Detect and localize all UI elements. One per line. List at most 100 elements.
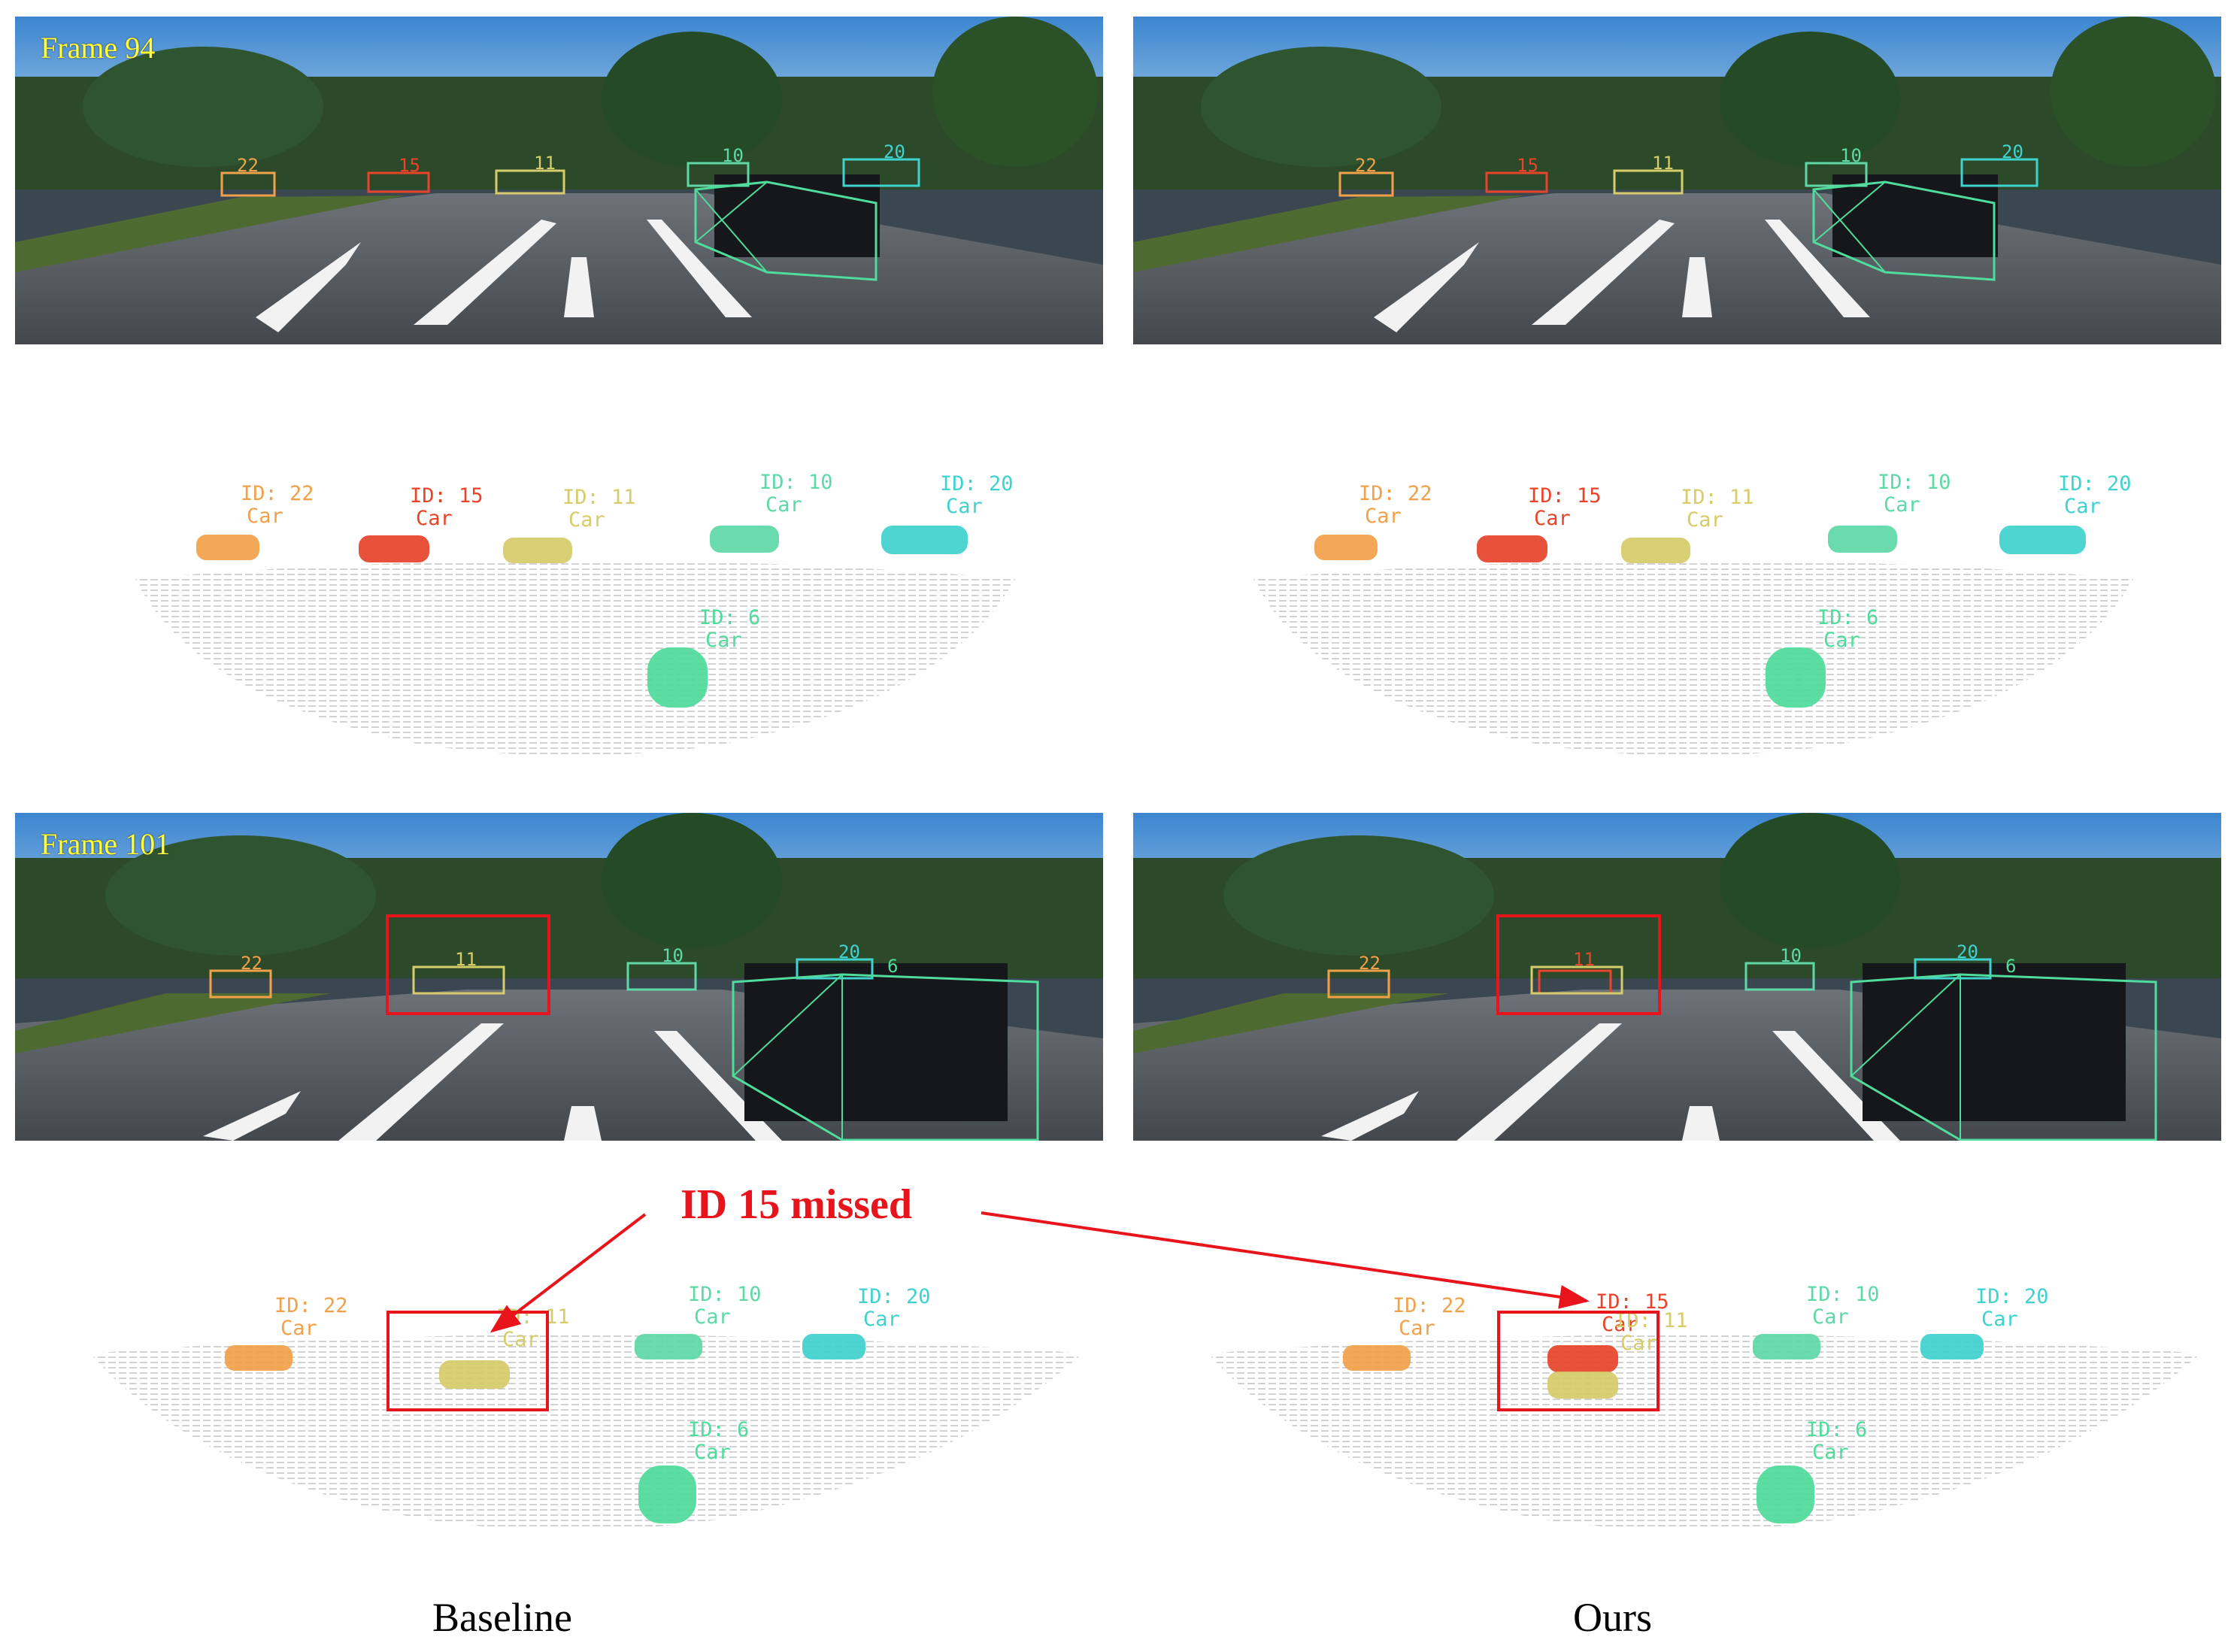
svg-text:22: 22 bbox=[1355, 155, 1377, 176]
track-number-labels: 22 15 11 10 20 bbox=[1355, 141, 2023, 176]
lidar94-ours-car-6 bbox=[1766, 647, 1826, 708]
lidar101-ours-car-11 bbox=[1547, 1372, 1618, 1399]
lidar94-baseline-label-6-id: ID: 6 bbox=[699, 606, 760, 629]
track-number-labels: 22 15 11 10 20 bbox=[237, 141, 905, 176]
lidar101-ours-label-6-class: Car bbox=[1812, 1441, 1849, 1464]
tracking-box-overlay bbox=[209, 958, 1039, 1141]
lidar94-ours-label-10-class: Car bbox=[1884, 493, 1920, 517]
lidar101-ours-label-10-class: Car bbox=[1812, 1305, 1849, 1329]
lidar-point-cloud bbox=[1208, 1335, 2201, 1530]
lidar94-baseline-label-6-class: Car bbox=[705, 629, 742, 652]
lidar94-ours-car-20 bbox=[1999, 526, 2086, 554]
lidar101-baseline-car-10 bbox=[635, 1334, 702, 1359]
lidar94-baseline-label-15-id: ID: 15 bbox=[410, 484, 483, 508]
lidar101-ours-car-20 bbox=[1920, 1334, 1984, 1359]
street-scene-image bbox=[15, 813, 1103, 1141]
lidar101-ours-label-22-class: Car bbox=[1399, 1317, 1435, 1340]
lidar94-ours-label-10-id: ID: 10 bbox=[1878, 471, 1951, 494]
lidar94-baseline-car-11 bbox=[503, 538, 572, 563]
lidar-point-cloud bbox=[90, 1335, 1083, 1530]
lidar101-baseline-label-11-id: ID: 11 bbox=[496, 1305, 570, 1329]
highlight-box-lidar-ours bbox=[1497, 1311, 1660, 1411]
svg-text:22: 22 bbox=[237, 155, 259, 176]
tracking-box-overlay bbox=[1327, 958, 2157, 1141]
lidar101-ours-car-6 bbox=[1757, 1466, 1814, 1523]
svg-text:11: 11 bbox=[534, 153, 556, 174]
lidar94-ours-label-22-id: ID: 22 bbox=[1359, 482, 1432, 505]
lidar-frame94-ours bbox=[1163, 451, 2223, 767]
frame-94-label: Frame 94 bbox=[41, 31, 156, 65]
lidar101-ours-label-22-id: ID: 22 bbox=[1393, 1294, 1466, 1317]
lidar94-ours-label-22-class: Car bbox=[1365, 505, 1402, 528]
lidar101-ours-label-11-class: Car bbox=[1620, 1332, 1657, 1355]
lidar101-baseline-label-20-id: ID: 20 bbox=[857, 1285, 931, 1308]
lidar101-ours-car-22 bbox=[1343, 1345, 1411, 1371]
highlight-box bbox=[1496, 914, 1661, 1015]
lidar94-baseline-car-20 bbox=[881, 526, 968, 554]
lidar101-baseline-label-10-class: Car bbox=[694, 1305, 731, 1329]
lidar101-ours-car-10 bbox=[1753, 1334, 1820, 1359]
camera-frame101-ours: 22 11 10 20 6 bbox=[1133, 813, 2221, 1141]
lidar-point-cloud bbox=[135, 560, 1015, 756]
lidar101-ours-car-15 bbox=[1547, 1345, 1618, 1372]
svg-text:20: 20 bbox=[2002, 141, 2023, 162]
lidar101-baseline-label-22-id: ID: 22 bbox=[274, 1294, 348, 1317]
lidar-frame94-baseline bbox=[45, 451, 1105, 767]
lidar101-ours-label-15-class: Car bbox=[1602, 1313, 1638, 1336]
svg-text:6: 6 bbox=[887, 956, 898, 977]
svg-text:10: 10 bbox=[1840, 145, 1862, 166]
lidar94-ours-car-10 bbox=[1828, 526, 1897, 553]
svg-text:22: 22 bbox=[241, 953, 262, 974]
lidar94-ours-label-20-id: ID: 20 bbox=[2058, 472, 2132, 496]
lidar101-ours-label-10-id: ID: 10 bbox=[1806, 1283, 1880, 1306]
lidar94-ours-label-15-id: ID: 15 bbox=[1528, 484, 1602, 508]
svg-text:20: 20 bbox=[1957, 941, 1978, 962]
frame-101-label: Frame 101 bbox=[41, 827, 171, 861]
lidar101-ours-label-6-id: ID: 6 bbox=[1806, 1418, 1867, 1441]
svg-text:11: 11 bbox=[1652, 153, 1674, 174]
caption-baseline: Baseline bbox=[432, 1595, 572, 1640]
lidar94-baseline-label-11-id: ID: 11 bbox=[562, 486, 636, 509]
lidar101-baseline-car-22 bbox=[225, 1345, 293, 1371]
svg-text:6: 6 bbox=[2005, 956, 2016, 977]
lidar94-baseline-label-20-class: Car bbox=[946, 495, 983, 518]
lidar101-baseline-label-6-id: ID: 6 bbox=[688, 1418, 749, 1441]
lidar101-baseline-label-11-class: Car bbox=[502, 1328, 539, 1351]
lidar94-ours-label-11-id: ID: 11 bbox=[1681, 486, 1754, 509]
lidar101-baseline-car-6 bbox=[638, 1466, 696, 1523]
lidar94-baseline-label-10-id: ID: 10 bbox=[759, 471, 833, 494]
camera-frame101-baseline: 22 11 10 20 6 Frame 101 bbox=[15, 813, 1103, 1141]
lidar94-ours-car-22 bbox=[1314, 535, 1378, 560]
lidar94-ours-car-11 bbox=[1621, 538, 1690, 563]
lidar101-baseline-label-20-class: Car bbox=[863, 1308, 900, 1331]
lidar94-baseline-car-6 bbox=[647, 647, 708, 708]
lidar101-baseline-car-20 bbox=[802, 1334, 865, 1359]
track-number-labels: 22 11 10 20 6 bbox=[1359, 941, 2016, 977]
lidar-frame101-baseline bbox=[45, 1271, 1105, 1572]
highlight-box-lidar-baseline bbox=[386, 1311, 549, 1411]
lidar101-ours-label-20-class: Car bbox=[1981, 1308, 2018, 1331]
svg-text:15: 15 bbox=[1517, 155, 1538, 176]
svg-text:10: 10 bbox=[1780, 945, 1802, 966]
arrow-to-ours bbox=[981, 1211, 1590, 1309]
camera-frame94-baseline: 22 15 11 10 20 Frame 94 bbox=[15, 17, 1103, 344]
svg-text:11: 11 bbox=[1573, 949, 1595, 970]
lidar94-baseline-label-11-class: Car bbox=[568, 508, 605, 532]
lidar94-ours-label-20-class: Car bbox=[2064, 495, 2101, 518]
svg-text:10: 10 bbox=[662, 945, 684, 966]
lidar94-baseline-label-15-class: Car bbox=[416, 507, 453, 530]
lidar94-ours-car-15 bbox=[1477, 535, 1547, 562]
lidar101-baseline-label-22-class: Car bbox=[280, 1317, 317, 1340]
lidar94-baseline-label-10-class: Car bbox=[765, 493, 802, 517]
camera-frame94-ours: 22 15 11 10 20 bbox=[1133, 17, 2221, 344]
lidar94-ours-label-6-class: Car bbox=[1823, 629, 1860, 652]
lidar94-baseline-label-22-class: Car bbox=[247, 505, 283, 528]
lidar94-ours-label-6-id: ID: 6 bbox=[1817, 606, 1878, 629]
lidar101-ours-label-15-id: ID: 15 bbox=[1596, 1290, 1669, 1314]
lidar94-ours-label-15-class: Car bbox=[1534, 507, 1571, 530]
tracking-box-overlay bbox=[1338, 158, 2038, 281]
arrow-to-baseline bbox=[490, 1213, 647, 1333]
street-scene-image bbox=[1133, 813, 2221, 1141]
